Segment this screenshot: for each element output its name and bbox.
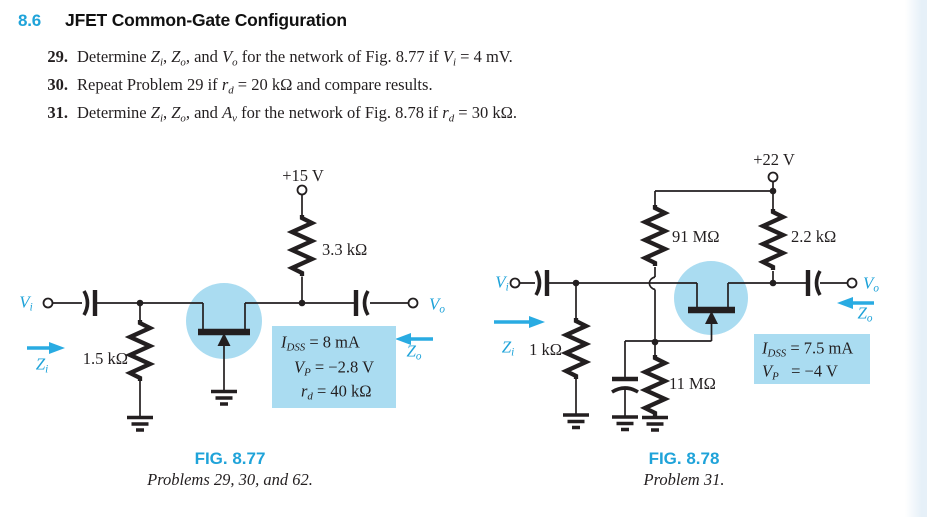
problem-30: 30. Repeat Problem 29 if rd = 20 kΩ and … bbox=[18, 75, 433, 97]
spec-vp: VP = −4 V bbox=[762, 361, 838, 383]
gate-resistor2-label: 11 MΩ bbox=[669, 374, 716, 393]
zo-label: Zo bbox=[857, 303, 873, 325]
bypass-capacitor bbox=[611, 376, 639, 394]
source-resistor-label: 1.5 kΩ bbox=[82, 349, 128, 368]
resistor-11M bbox=[639, 355, 671, 416]
output-terminal bbox=[846, 277, 858, 289]
zi-label: Zi bbox=[501, 337, 515, 359]
spec-idss: IDSS = 8 mA bbox=[281, 332, 360, 354]
fig77-schematic bbox=[27, 184, 433, 432]
fig78-spec-box bbox=[754, 334, 870, 384]
supply-voltage-label: +22 V bbox=[753, 150, 795, 169]
transistor-highlight-circle bbox=[186, 283, 262, 359]
supply-voltage-label: +15 V bbox=[282, 166, 324, 185]
vo-label: Vo bbox=[863, 273, 879, 295]
problem-31: 31. Determine Zi, Zo, and Av for the net… bbox=[18, 103, 517, 124]
input-terminal bbox=[509, 277, 521, 289]
ground-symbol-source-resistor bbox=[127, 415, 153, 432]
resistor-2_2k bbox=[757, 209, 789, 270]
zi-arrow bbox=[27, 342, 65, 354]
vi-label: Vi bbox=[495, 272, 509, 294]
terminals bbox=[509, 171, 858, 289]
fig77-spec-box bbox=[272, 326, 396, 408]
section-number: 8.6 bbox=[18, 11, 42, 30]
problem-number: 31. bbox=[47, 103, 68, 122]
input-capacitor bbox=[534, 270, 550, 296]
spec-vp: VP = −2.8 V bbox=[294, 357, 374, 379]
supply-terminal bbox=[767, 171, 779, 183]
fig78-caption: FIG. 8.78 bbox=[648, 449, 720, 468]
fig77-caption: FIG. 8.77 bbox=[194, 449, 266, 468]
transistor-highlight-circle bbox=[674, 261, 748, 335]
wire-crossover-hop bbox=[648, 276, 656, 291]
ground-symbol-gate-resistor bbox=[642, 415, 668, 432]
junction-dots bbox=[572, 187, 777, 346]
problem-text: Determine Zi, Zo, and Av for the network… bbox=[77, 103, 517, 125]
zo-arrow bbox=[395, 333, 433, 345]
fig78-schematic bbox=[494, 171, 874, 432]
section-header: 8.6 JFET Common-Gate Configuration bbox=[18, 10, 347, 31]
ground-symbol-source-resistor bbox=[563, 413, 589, 430]
vi-label: Vi bbox=[19, 292, 33, 314]
drain-resistor-label: 3.3 kΩ bbox=[322, 240, 368, 259]
supply-terminal bbox=[296, 184, 308, 196]
wires bbox=[52, 194, 409, 416]
fig77-caption-sub: Problems 29, 30, and 62. bbox=[147, 470, 313, 489]
problem-text: Determine Zi, Zo, and Vo for the network… bbox=[77, 47, 513, 69]
drain-resistor-label: 2.2 kΩ bbox=[791, 227, 837, 246]
vo-label: Vo bbox=[429, 294, 445, 316]
problem-number: 29. bbox=[47, 47, 68, 66]
fig78-caption-sub: Problem 31. bbox=[643, 470, 725, 489]
source-resistor-label: 1 kΩ bbox=[529, 340, 562, 359]
junction-dots bbox=[136, 299, 306, 307]
section-title: JFET Common-Gate Configuration bbox=[65, 10, 347, 30]
resistor-3_3k bbox=[286, 215, 318, 276]
spec-rd: rd = 40 kΩ bbox=[301, 381, 372, 403]
input-terminal bbox=[42, 297, 54, 309]
wires bbox=[519, 181, 848, 418]
ground-symbol-bypass bbox=[612, 415, 638, 432]
problem-text: Repeat Problem 29 if rd = 20 kΩ and comp… bbox=[77, 75, 433, 97]
problem-number: 30. bbox=[47, 75, 68, 94]
jfet-transistor bbox=[198, 328, 250, 346]
zo-label: Zo bbox=[406, 341, 422, 363]
page-edge-shadow bbox=[905, 0, 927, 517]
ground-symbol-gate bbox=[211, 389, 237, 406]
output-terminal bbox=[407, 297, 419, 309]
gate-resistor1-label: 91 MΩ bbox=[672, 227, 720, 246]
input-capacitor bbox=[82, 290, 98, 316]
output-capacitor bbox=[353, 290, 370, 316]
resistor-91M bbox=[639, 205, 671, 266]
spec-idss: IDSS = 7.5 mA bbox=[762, 338, 854, 360]
problem-29: 29. Determine Zi, Zo, and Vo for the net… bbox=[18, 47, 513, 69]
output-capacitor bbox=[805, 270, 822, 296]
terminals bbox=[42, 184, 419, 309]
resistor-1k bbox=[560, 318, 592, 379]
resistor-1_5k bbox=[124, 320, 156, 381]
zo-arrow bbox=[837, 297, 874, 309]
zi-arrow bbox=[494, 316, 545, 328]
jfet-transistor bbox=[688, 306, 735, 324]
zi-label: Zi bbox=[35, 354, 49, 376]
